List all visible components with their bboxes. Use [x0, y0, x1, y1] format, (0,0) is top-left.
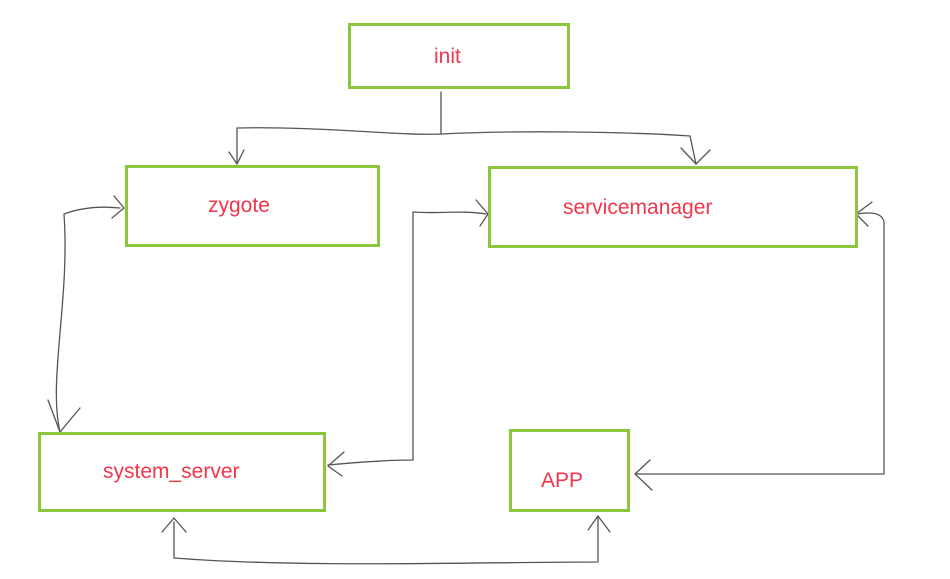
- zygote-node: zygote: [125, 165, 380, 247]
- servicemanager-node: servicemanager: [488, 166, 858, 248]
- arrowhead-app-in-right: [634, 459, 653, 491]
- app-node: APP: [509, 429, 630, 512]
- arrowhead-zygote-in: [228, 149, 245, 165]
- app-label: APP: [541, 469, 584, 492]
- init-label: init: [434, 45, 461, 68]
- arrowhead-system-server-in-top: [47, 399, 81, 433]
- arrowhead-system-server-in-right: [327, 451, 345, 477]
- init-node: init: [348, 23, 570, 89]
- edge-zygote-system-server: [55, 206, 121, 433]
- system-server-label: system_server: [103, 460, 240, 483]
- system-server-node: system_server: [38, 432, 326, 512]
- edge-servicemanager-app: [634, 212, 885, 475]
- edge-system-server-app: [173, 515, 599, 565]
- edge-system-server-servicemanager: [327, 211, 487, 466]
- edge-init-to-servicemanager: [440, 131, 697, 165]
- servicemanager-label: servicemanager: [563, 196, 713, 219]
- edge-init-to-zygote: [236, 127, 442, 165]
- arrowhead-app-in-bottom: [587, 515, 611, 533]
- arrowhead-system-server-in-bottom: [161, 517, 187, 533]
- arrowhead-servicemanager-in: [680, 147, 711, 165]
- zygote-label: zygote: [208, 194, 270, 217]
- arrowhead-zygote-in-left: [111, 195, 125, 219]
